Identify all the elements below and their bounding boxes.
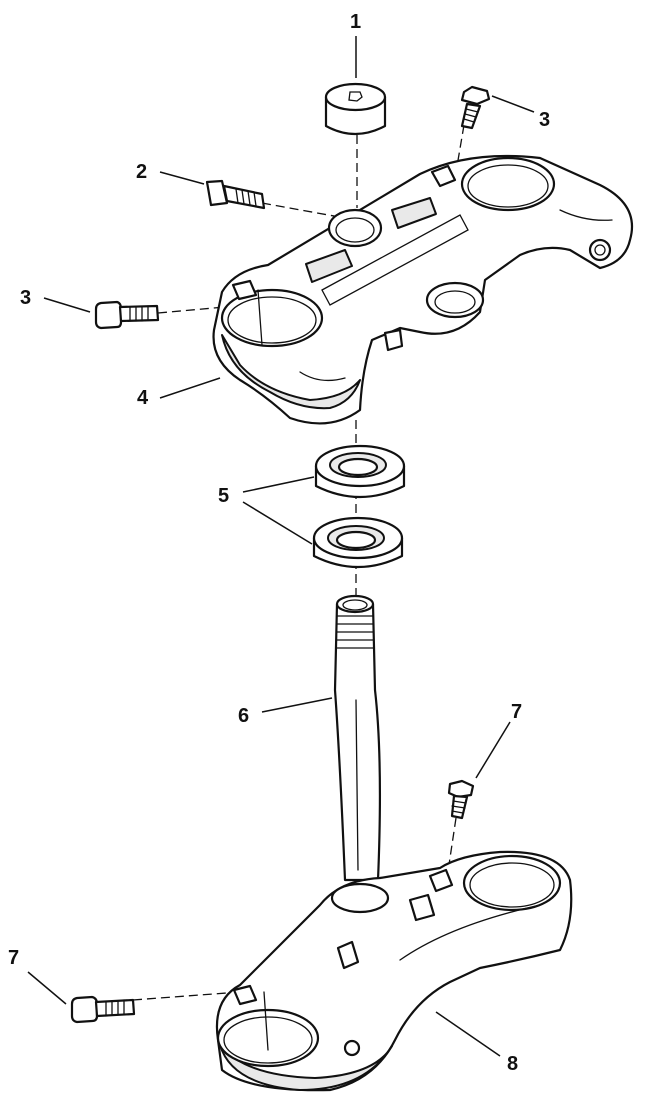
callout-7-left: 7	[8, 947, 19, 969]
callout-7-upper: 7	[511, 701, 522, 723]
part-8-lower-triple-clamp	[215, 850, 573, 1092]
callout-3-left: 3	[20, 287, 31, 309]
part-7-bolt-upper	[447, 779, 475, 820]
part-4-upper-triple-clamp	[212, 154, 634, 425]
callout-8: 8	[507, 1053, 518, 1075]
part-5-bearing-upper	[314, 444, 406, 499]
part-5-bearing-lower	[312, 516, 404, 569]
callout-labels: 1 2 3 3 4 5 6 7 7 8	[8, 11, 550, 1075]
callout-1: 1	[350, 11, 361, 33]
part-3-bolt-upper	[460, 85, 491, 130]
part-1-cap-nut	[324, 82, 387, 136]
leader-lines	[27, 36, 535, 1057]
callout-3-upper: 3	[539, 109, 550, 131]
callout-6: 6	[238, 705, 249, 727]
callout-5: 5	[218, 485, 229, 507]
part-6-steering-stem	[333, 594, 382, 882]
callout-4: 4	[137, 387, 149, 409]
part-2-pinch-bolt	[205, 179, 266, 210]
part-7-bolt-left	[70, 995, 136, 1024]
callout-2: 2	[136, 161, 147, 183]
part-3-bolt-left	[94, 300, 160, 330]
